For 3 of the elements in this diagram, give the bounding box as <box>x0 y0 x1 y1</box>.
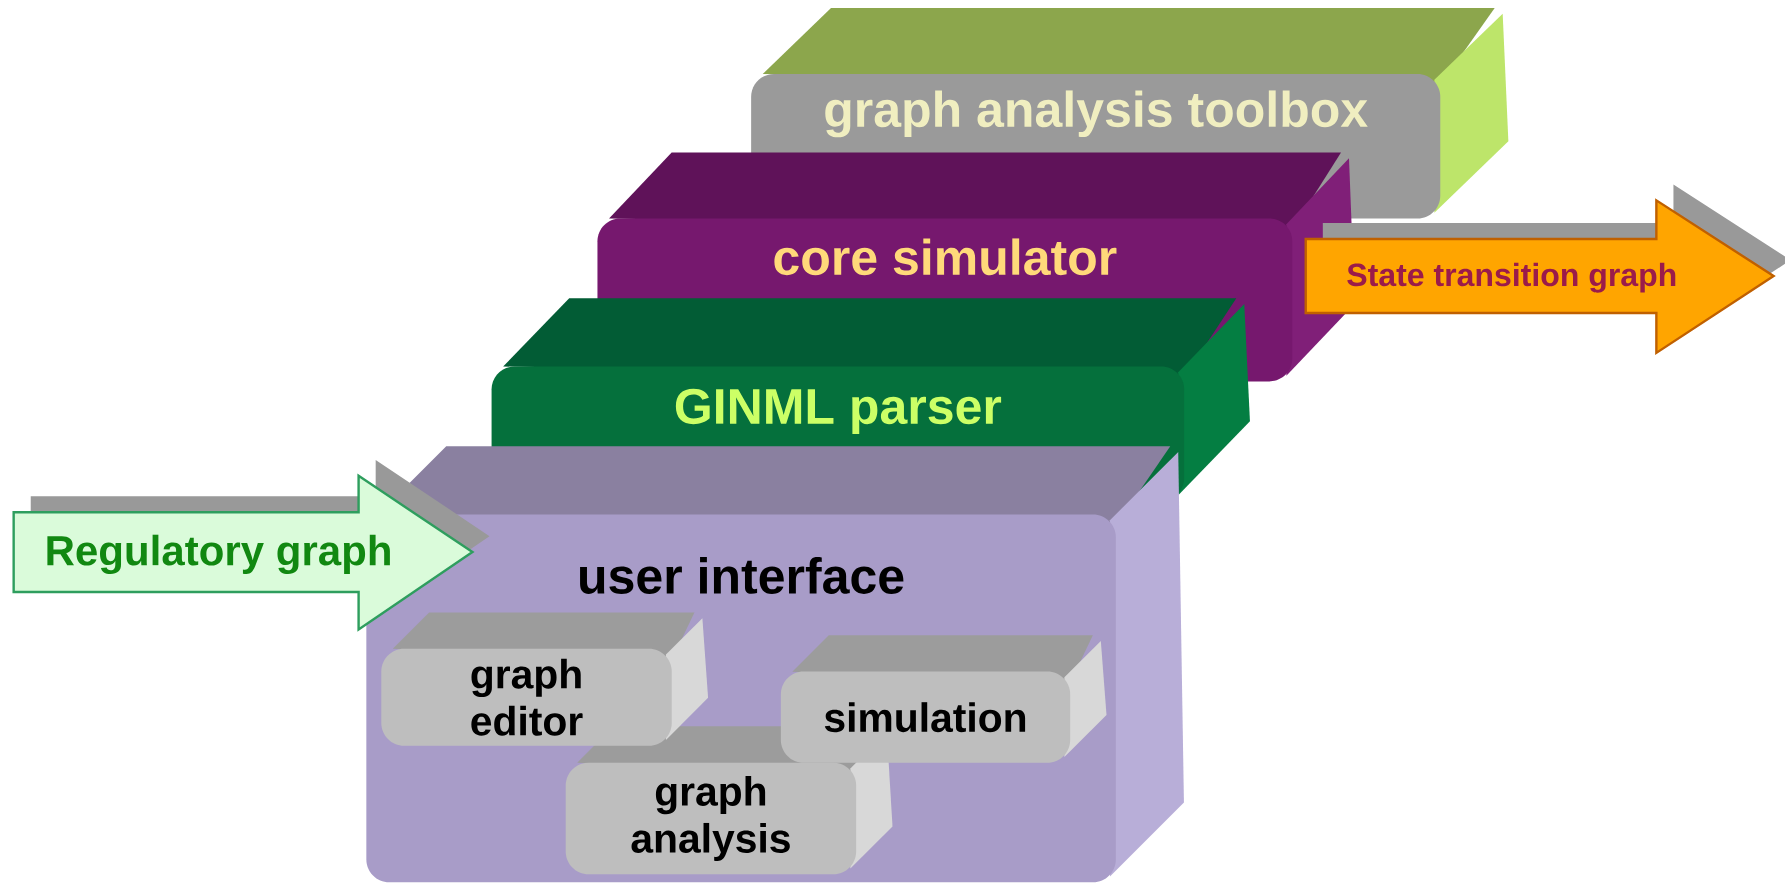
layer-block: graph editor <box>381 612 709 746</box>
layer-block: simulation <box>780 635 1107 763</box>
node-label: graph analysis <box>631 776 790 862</box>
